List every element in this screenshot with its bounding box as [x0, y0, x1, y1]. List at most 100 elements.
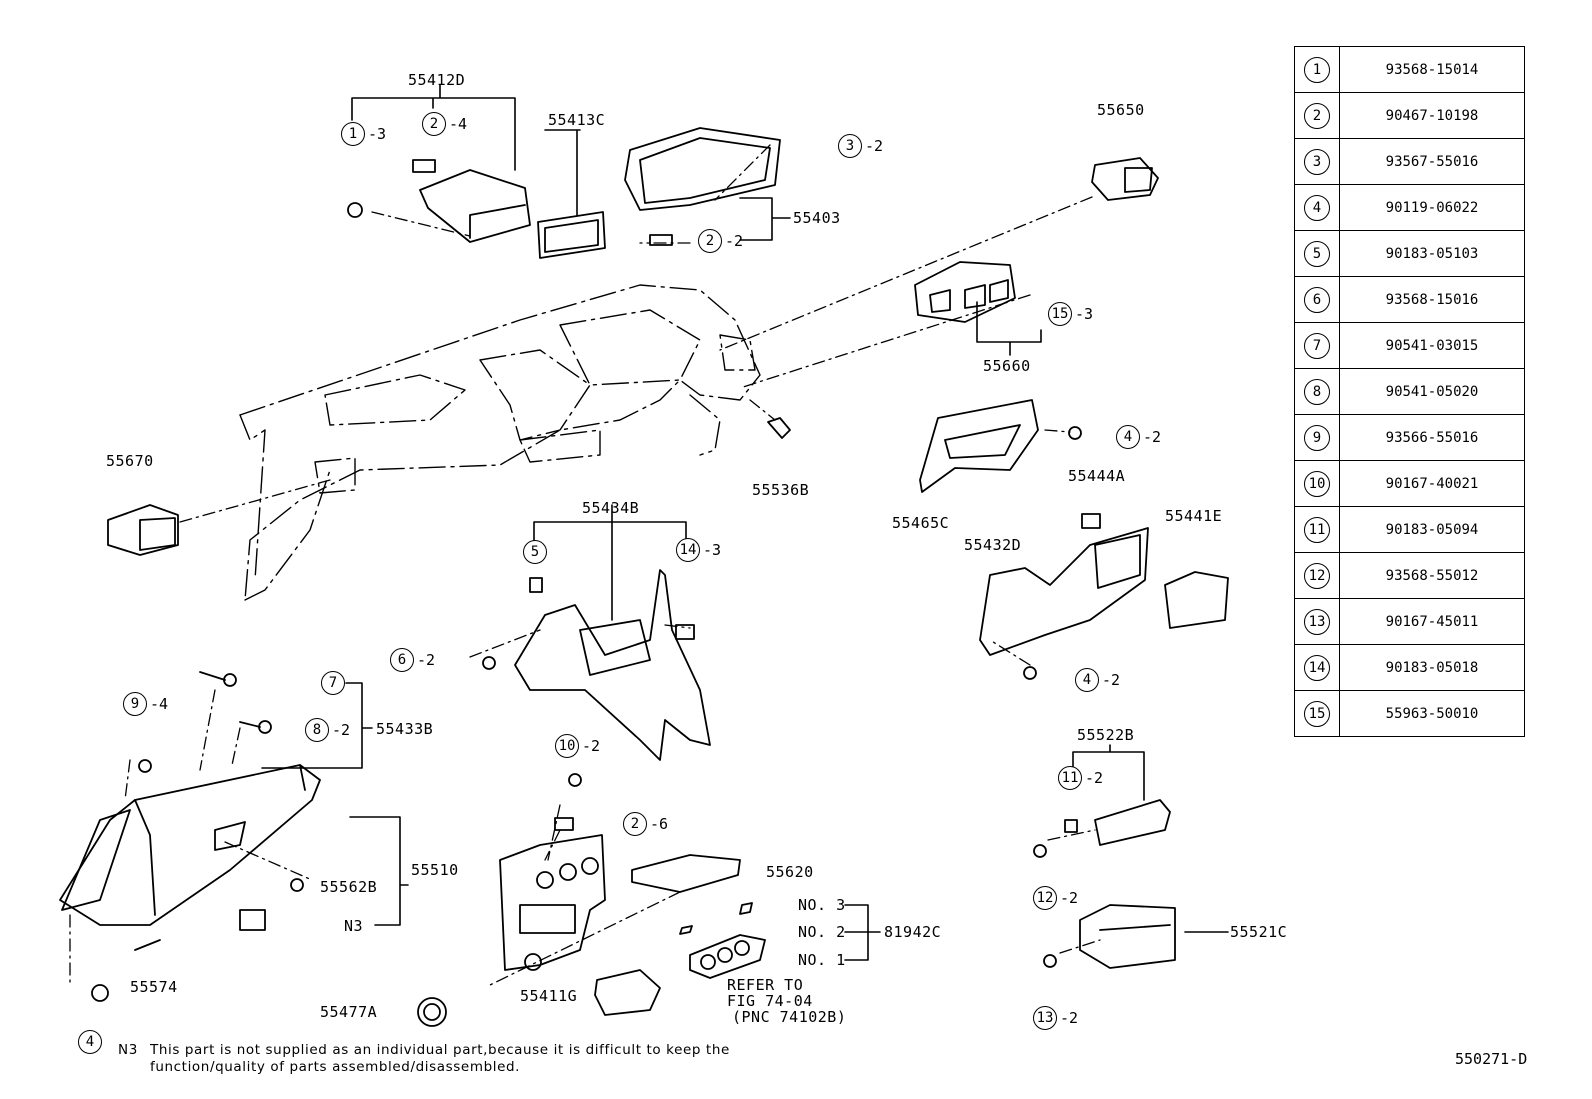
parts-table-key-number: 9	[1304, 424, 1330, 451]
parts-table-row: 1 93568-15014	[1294, 46, 1525, 93]
callout-8: 8-2	[305, 718, 350, 742]
callout-number: 7	[321, 671, 345, 695]
parts-table-part-number: 90183-05094	[1339, 506, 1525, 553]
label-55465C: 55465C	[892, 514, 950, 532]
parts-table-part-number: 90167-40021	[1339, 460, 1525, 507]
callout-number: 2	[698, 229, 722, 253]
parts-table-row: 2 90467-10198	[1294, 92, 1525, 139]
parts-table-key-cell: 2	[1294, 92, 1340, 139]
callout-number: 13	[1033, 1006, 1057, 1030]
callout-number: 2	[422, 112, 446, 136]
callout-number: 10	[555, 734, 579, 758]
callout-qty: -4	[449, 115, 468, 133]
parts-table-part-number: 90119-06022	[1339, 184, 1525, 231]
label-55433B: 55433B	[376, 720, 434, 738]
label-55444A: 55444A	[1068, 467, 1126, 485]
callout-number: 5	[523, 540, 547, 564]
callout-qty: -2	[332, 721, 351, 739]
callout-number: 14	[676, 538, 700, 562]
callout-qty: -6	[650, 815, 669, 833]
callout-number: 1	[341, 122, 365, 146]
parts-table-key-number: 15	[1304, 700, 1330, 727]
callout-10: 10-2	[555, 734, 600, 758]
parts-table-part-number: 93567-55016	[1339, 138, 1525, 185]
parts-table-row: 13 90167-45011	[1294, 598, 1525, 645]
parts-table-key-number: 2	[1304, 102, 1330, 129]
callout-number: 4	[78, 1030, 102, 1054]
callout-qty: -2	[1060, 889, 1079, 907]
callout-7: 7	[321, 671, 347, 695]
label-n3: N3	[344, 917, 364, 935]
footnote-mark: N3	[118, 1042, 138, 1058]
label-refer-to: REFER TO	[727, 976, 804, 994]
parts-table-row: 5 90183-05103	[1294, 230, 1525, 277]
label-55562B: 55562B	[320, 878, 378, 896]
parts-table-key-cell: 10	[1294, 460, 1340, 507]
label-55536B: 55536B	[752, 481, 810, 499]
parts-table-key-number: 12	[1304, 562, 1330, 589]
parts-table-key-number: 11	[1304, 516, 1330, 543]
label-55411G: 55411G	[520, 987, 578, 1005]
callout-number: 4	[1075, 668, 1099, 692]
label-no3: NO. 3	[798, 896, 846, 914]
footnote-text-2: function/quality of parts assembled/disa…	[150, 1059, 521, 1075]
callout-4-lower: 4-2	[1075, 668, 1120, 692]
parts-table-key-number: 5	[1304, 240, 1330, 267]
parts-table-part-number: 90183-05103	[1339, 230, 1525, 277]
parts-table-part-number: 90167-45011	[1339, 598, 1525, 645]
label-55432D: 55432D	[964, 536, 1022, 554]
parts-table-part-number: 55963-50010	[1339, 690, 1525, 737]
footnote-line-2: function/quality of parts assembled/disa…	[118, 1059, 730, 1076]
parts-table-part-number: 93568-55012	[1339, 552, 1525, 599]
callout-qty: -2	[417, 651, 436, 669]
callout-6: 6-2	[390, 648, 435, 672]
parts-table-key-number: 13	[1304, 608, 1330, 635]
callout-qty: -3	[368, 125, 387, 143]
callout-qty: -2	[1143, 428, 1162, 446]
callout-number: 3	[838, 134, 862, 158]
label-55660: 55660	[983, 357, 1031, 375]
parts-table-key-cell: 11	[1294, 506, 1340, 553]
parts-table-key-cell: 3	[1294, 138, 1340, 185]
label-55441E: 55441E	[1165, 507, 1223, 525]
parts-table-part-number: 93568-15016	[1339, 276, 1525, 323]
parts-table-part-number: 90541-05020	[1339, 368, 1525, 415]
callout-qty: -2	[1060, 1009, 1079, 1027]
callout-14: 14-3	[676, 538, 721, 562]
callout-15: 15-3	[1048, 302, 1093, 326]
label-55521C: 55521C	[1230, 923, 1288, 941]
parts-table-key-cell: 9	[1294, 414, 1340, 461]
callout-number: 11	[1058, 766, 1082, 790]
parts-table-part-number: 90183-05018	[1339, 644, 1525, 691]
parts-table-key-number: 3	[1304, 148, 1330, 175]
label-55670: 55670	[106, 452, 154, 470]
parts-table-part-number: 93568-15014	[1339, 46, 1525, 93]
parts-table-part-number: 90467-10198	[1339, 92, 1525, 139]
parts-table-key-cell: 8	[1294, 368, 1340, 415]
label-55403: 55403	[793, 209, 841, 227]
parts-table-key-cell: 7	[1294, 322, 1340, 369]
parts-table-key-cell: 4	[1294, 184, 1340, 231]
label-55522B: 55522B	[1077, 726, 1135, 744]
callout-5: 5	[523, 540, 549, 564]
label-55434B: 55434B	[582, 499, 640, 517]
parts-table-key-number: 7	[1304, 332, 1330, 359]
label-refer-fig: FIG 74-04	[727, 992, 813, 1010]
callout-number: 9	[123, 692, 147, 716]
callout-qty: -2	[1085, 769, 1104, 787]
callout-3: 3-2	[838, 134, 883, 158]
callout-qty: -2	[865, 137, 884, 155]
label-55650: 55650	[1097, 101, 1145, 119]
parts-table-key-number: 1	[1304, 56, 1330, 83]
parts-table-key-cell: 14	[1294, 644, 1340, 691]
callout-number: 2	[623, 812, 647, 836]
